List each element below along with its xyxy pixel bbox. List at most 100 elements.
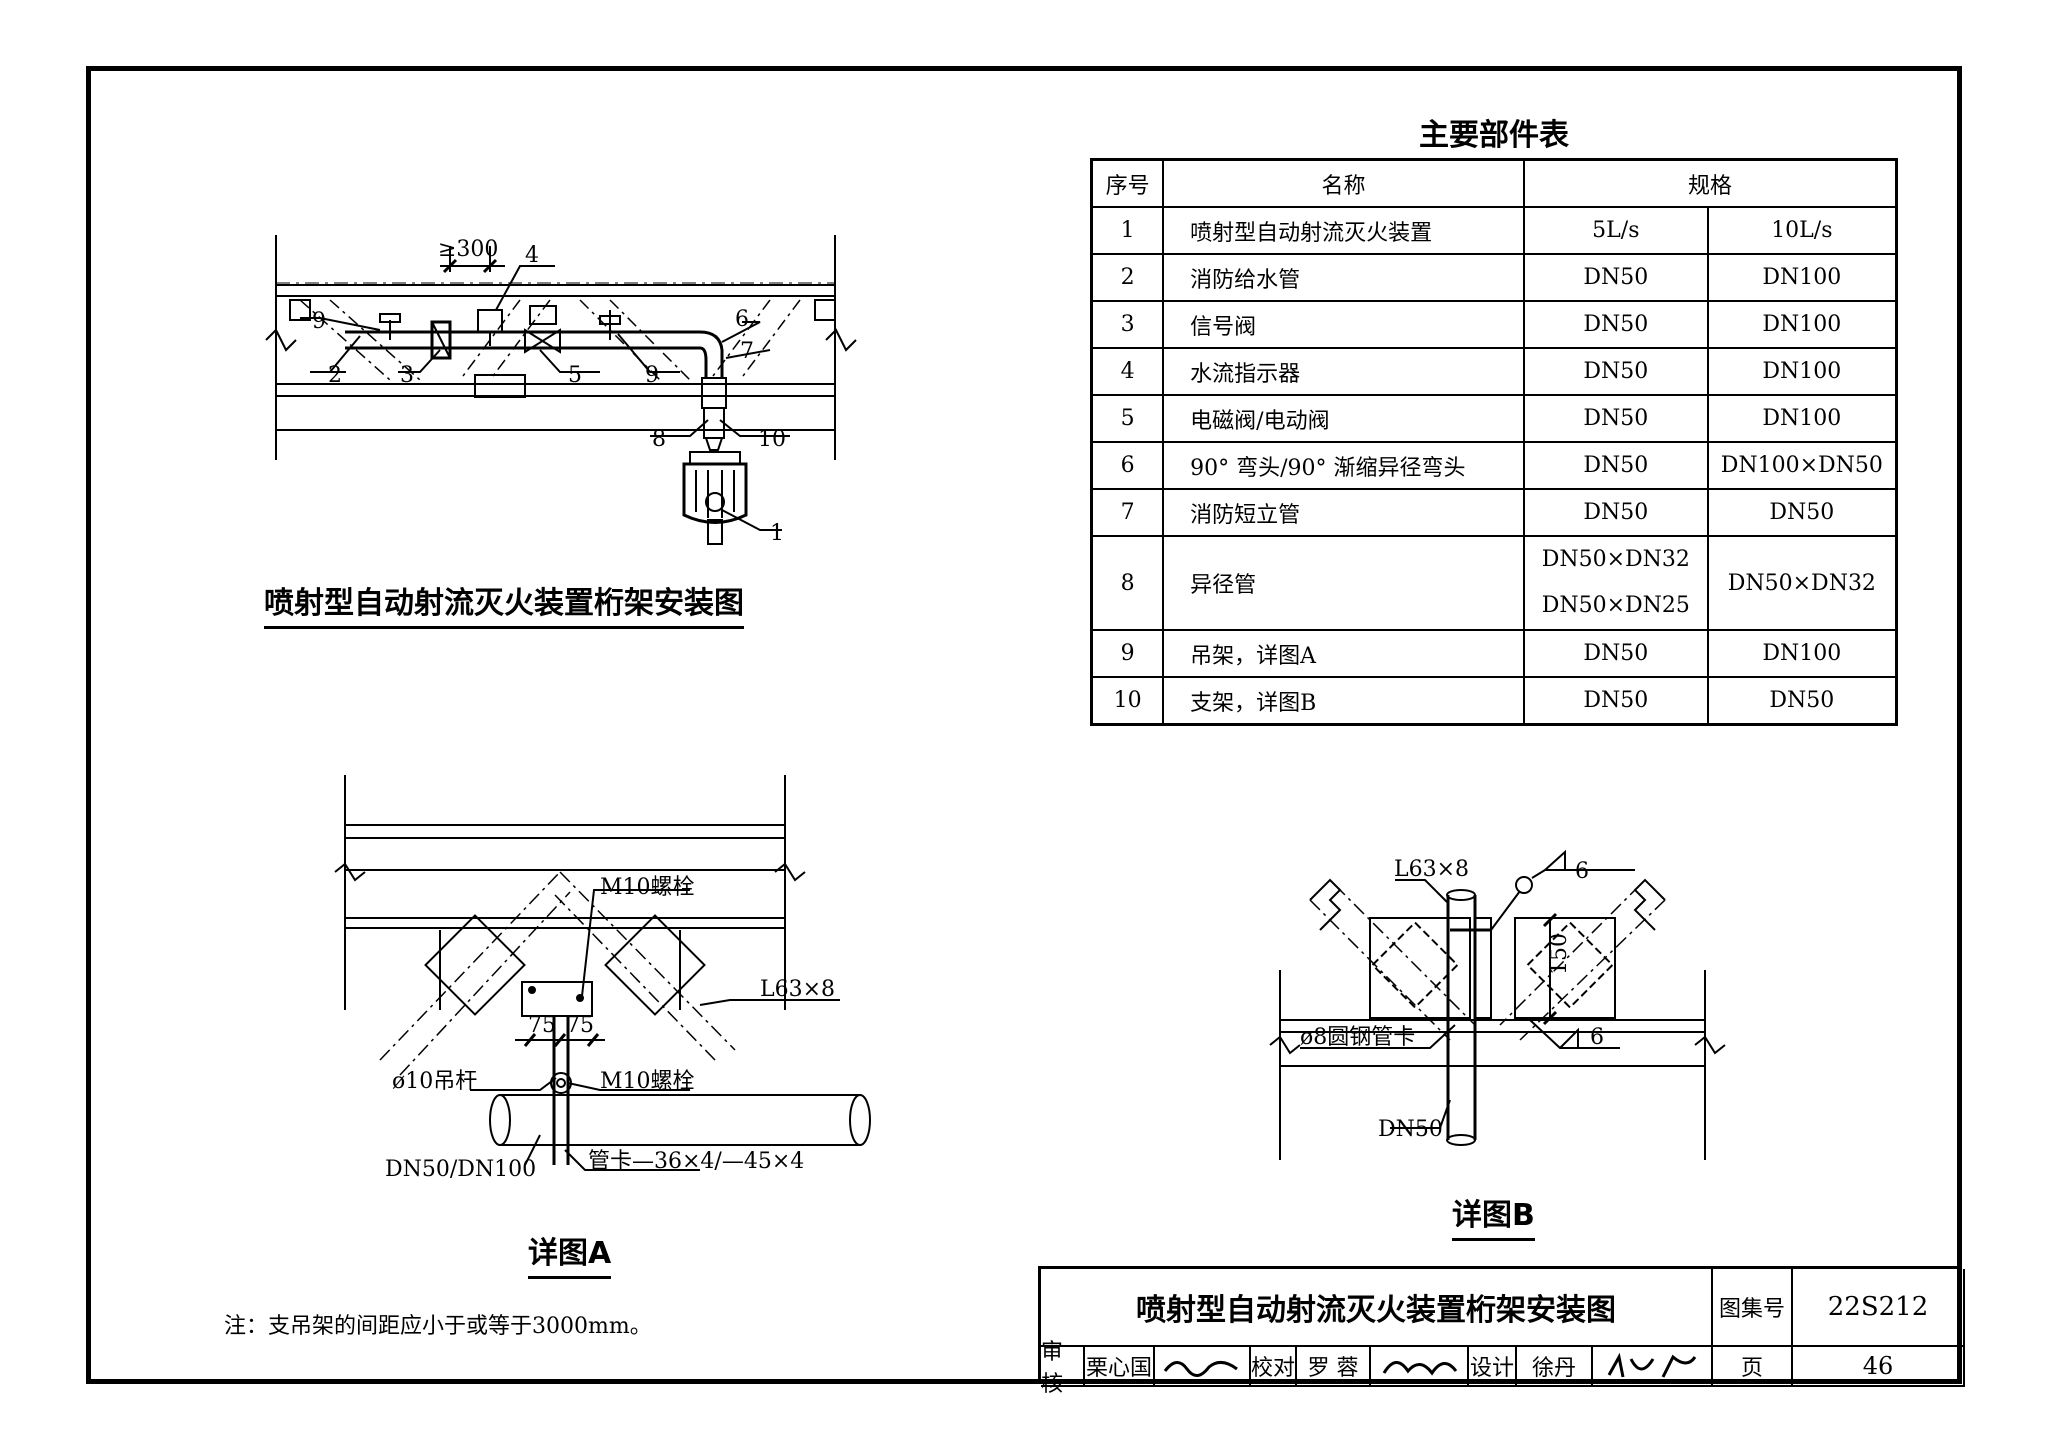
cell-spec-1: DN50	[1522, 441, 1709, 490]
label-clamp-b: ø8圆钢管卡	[1300, 1025, 1415, 1050]
cell-no: 6	[1090, 441, 1165, 490]
checker-name: 罗 蓉	[1297, 1347, 1371, 1387]
detail-a-caption: 详图A	[528, 1228, 612, 1279]
callout-9-right: 9	[645, 363, 659, 388]
reviewer-signature	[1155, 1347, 1251, 1387]
label-m10-bolt-top: M10螺栓	[600, 875, 695, 900]
cell-name: 消防给水管	[1162, 253, 1525, 302]
note: 注：支吊架的间距应小于或等于3000mm。	[224, 1314, 652, 1339]
cell-name: 水流指示器	[1162, 347, 1525, 396]
cell-name: 消防短立管	[1162, 488, 1525, 537]
title-block: 喷射型自动射流灭火装置桁架安装图 图集号 22S212 审核 栗心国 校对 罗 …	[1038, 1266, 1965, 1397]
callout-10: 10	[758, 427, 786, 452]
cell-spec-1: DN50	[1522, 629, 1709, 678]
label-pipe-a: DN50/DN100	[385, 1157, 536, 1182]
design-label: 设计	[1469, 1347, 1517, 1387]
cell-name: 90° 弯头/90° 渐缩异径弯头	[1162, 441, 1525, 490]
designer-signature	[1593, 1347, 1713, 1387]
cell-no: 3	[1090, 300, 1165, 349]
cell-no: 5	[1090, 394, 1165, 443]
cell-spec-1: DN50	[1522, 394, 1709, 443]
cell-no: 9	[1090, 629, 1165, 678]
cell-spec-2: 10L/s	[1706, 206, 1898, 255]
cell-spec-1: DN50	[1522, 676, 1709, 726]
header-no: 序号	[1090, 158, 1165, 208]
cell-no: 4	[1090, 347, 1165, 396]
callout-9-left: 9	[312, 309, 326, 334]
review-label: 审核	[1041, 1340, 1085, 1397]
cell-spec-1: DN50	[1522, 253, 1709, 302]
label-weld-bottom: 6	[1590, 1025, 1604, 1050]
callout-4: 4	[525, 243, 539, 268]
cell-no: 10	[1090, 676, 1165, 726]
callout-3: 3	[400, 363, 414, 388]
label-clamp-a: 管卡—36×4/—45×4	[588, 1149, 804, 1174]
label-weld-top: 6	[1575, 859, 1589, 884]
callout-7: 7	[740, 339, 754, 364]
cell-spec-2: DN100	[1706, 394, 1898, 443]
cell-spec-2: DN100×DN50	[1706, 441, 1898, 490]
dim-75-right: 75	[566, 1013, 594, 1038]
cell-no: 1	[1090, 206, 1165, 255]
cell-name: 电磁阀/电动阀	[1162, 394, 1525, 443]
callout-5: 5	[568, 363, 582, 388]
dim-75-left: 75	[528, 1013, 556, 1038]
header-spec: 规格	[1522, 158, 1898, 208]
cell-name: 支架，详图B	[1162, 676, 1525, 726]
label-rod: ø10吊杆	[392, 1069, 477, 1094]
cell-no: 7	[1090, 488, 1165, 537]
reviewer-name: 栗心国	[1085, 1347, 1155, 1387]
callout-1: 1	[770, 521, 784, 546]
cell-name: 吊架，详图A	[1162, 629, 1525, 678]
label-angle-a: L63×8	[760, 977, 835, 1002]
cell-spec-2: DN100	[1706, 300, 1898, 349]
page-label: 页	[1713, 1347, 1793, 1387]
checker-signature	[1371, 1347, 1469, 1387]
main-drawing-caption: 喷射型自动射流灭火装置桁架安装图	[264, 578, 744, 629]
designer-name: 徐丹	[1517, 1347, 1593, 1387]
header-name: 名称	[1162, 158, 1525, 208]
cell-spec-2: DN100	[1706, 347, 1898, 396]
cell-spec-2: DN100	[1706, 253, 1898, 302]
callout-6: 6	[735, 307, 749, 332]
cell-no: 2	[1090, 253, 1165, 302]
cell-spec-1: DN50	[1522, 488, 1709, 537]
cell-spec-1: DN50	[1522, 300, 1709, 349]
label-angle-b: L63×8	[1394, 857, 1469, 882]
cell-spec-2: DN50	[1706, 488, 1898, 537]
drawing-frame	[86, 66, 1962, 1384]
check-label: 校对	[1251, 1347, 1297, 1387]
cell-spec-2: DN50×DN32	[1706, 535, 1898, 631]
atlas-number: 22S212	[1793, 1269, 1965, 1347]
atlas-label: 图集号	[1713, 1269, 1793, 1347]
table-header-row: 序号 名称 规格	[1090, 158, 1898, 208]
label-m10-bolt-bottom: M10螺栓	[600, 1069, 695, 1094]
cell-spec-1: 5L/s	[1522, 206, 1709, 255]
parts-table-title: 主要部件表	[1419, 118, 1569, 153]
detail-b-caption: 详图B	[1452, 1190, 1535, 1241]
dim-150: 150	[1547, 933, 1572, 975]
cell-spec-2: DN100	[1706, 629, 1898, 678]
cell-spec-1b: DN50×DN25	[1541, 593, 1690, 618]
label-pipe-b: DN50	[1378, 1117, 1443, 1142]
cell-spec-1a: DN50×DN32	[1541, 547, 1690, 572]
cell-name: 喷射型自动射流灭火装置	[1162, 206, 1525, 255]
page-number: 46	[1793, 1347, 1965, 1387]
cell-spec-2: DN50	[1706, 676, 1898, 726]
callout-8: 8	[652, 427, 666, 452]
callout-2: 2	[328, 363, 342, 388]
